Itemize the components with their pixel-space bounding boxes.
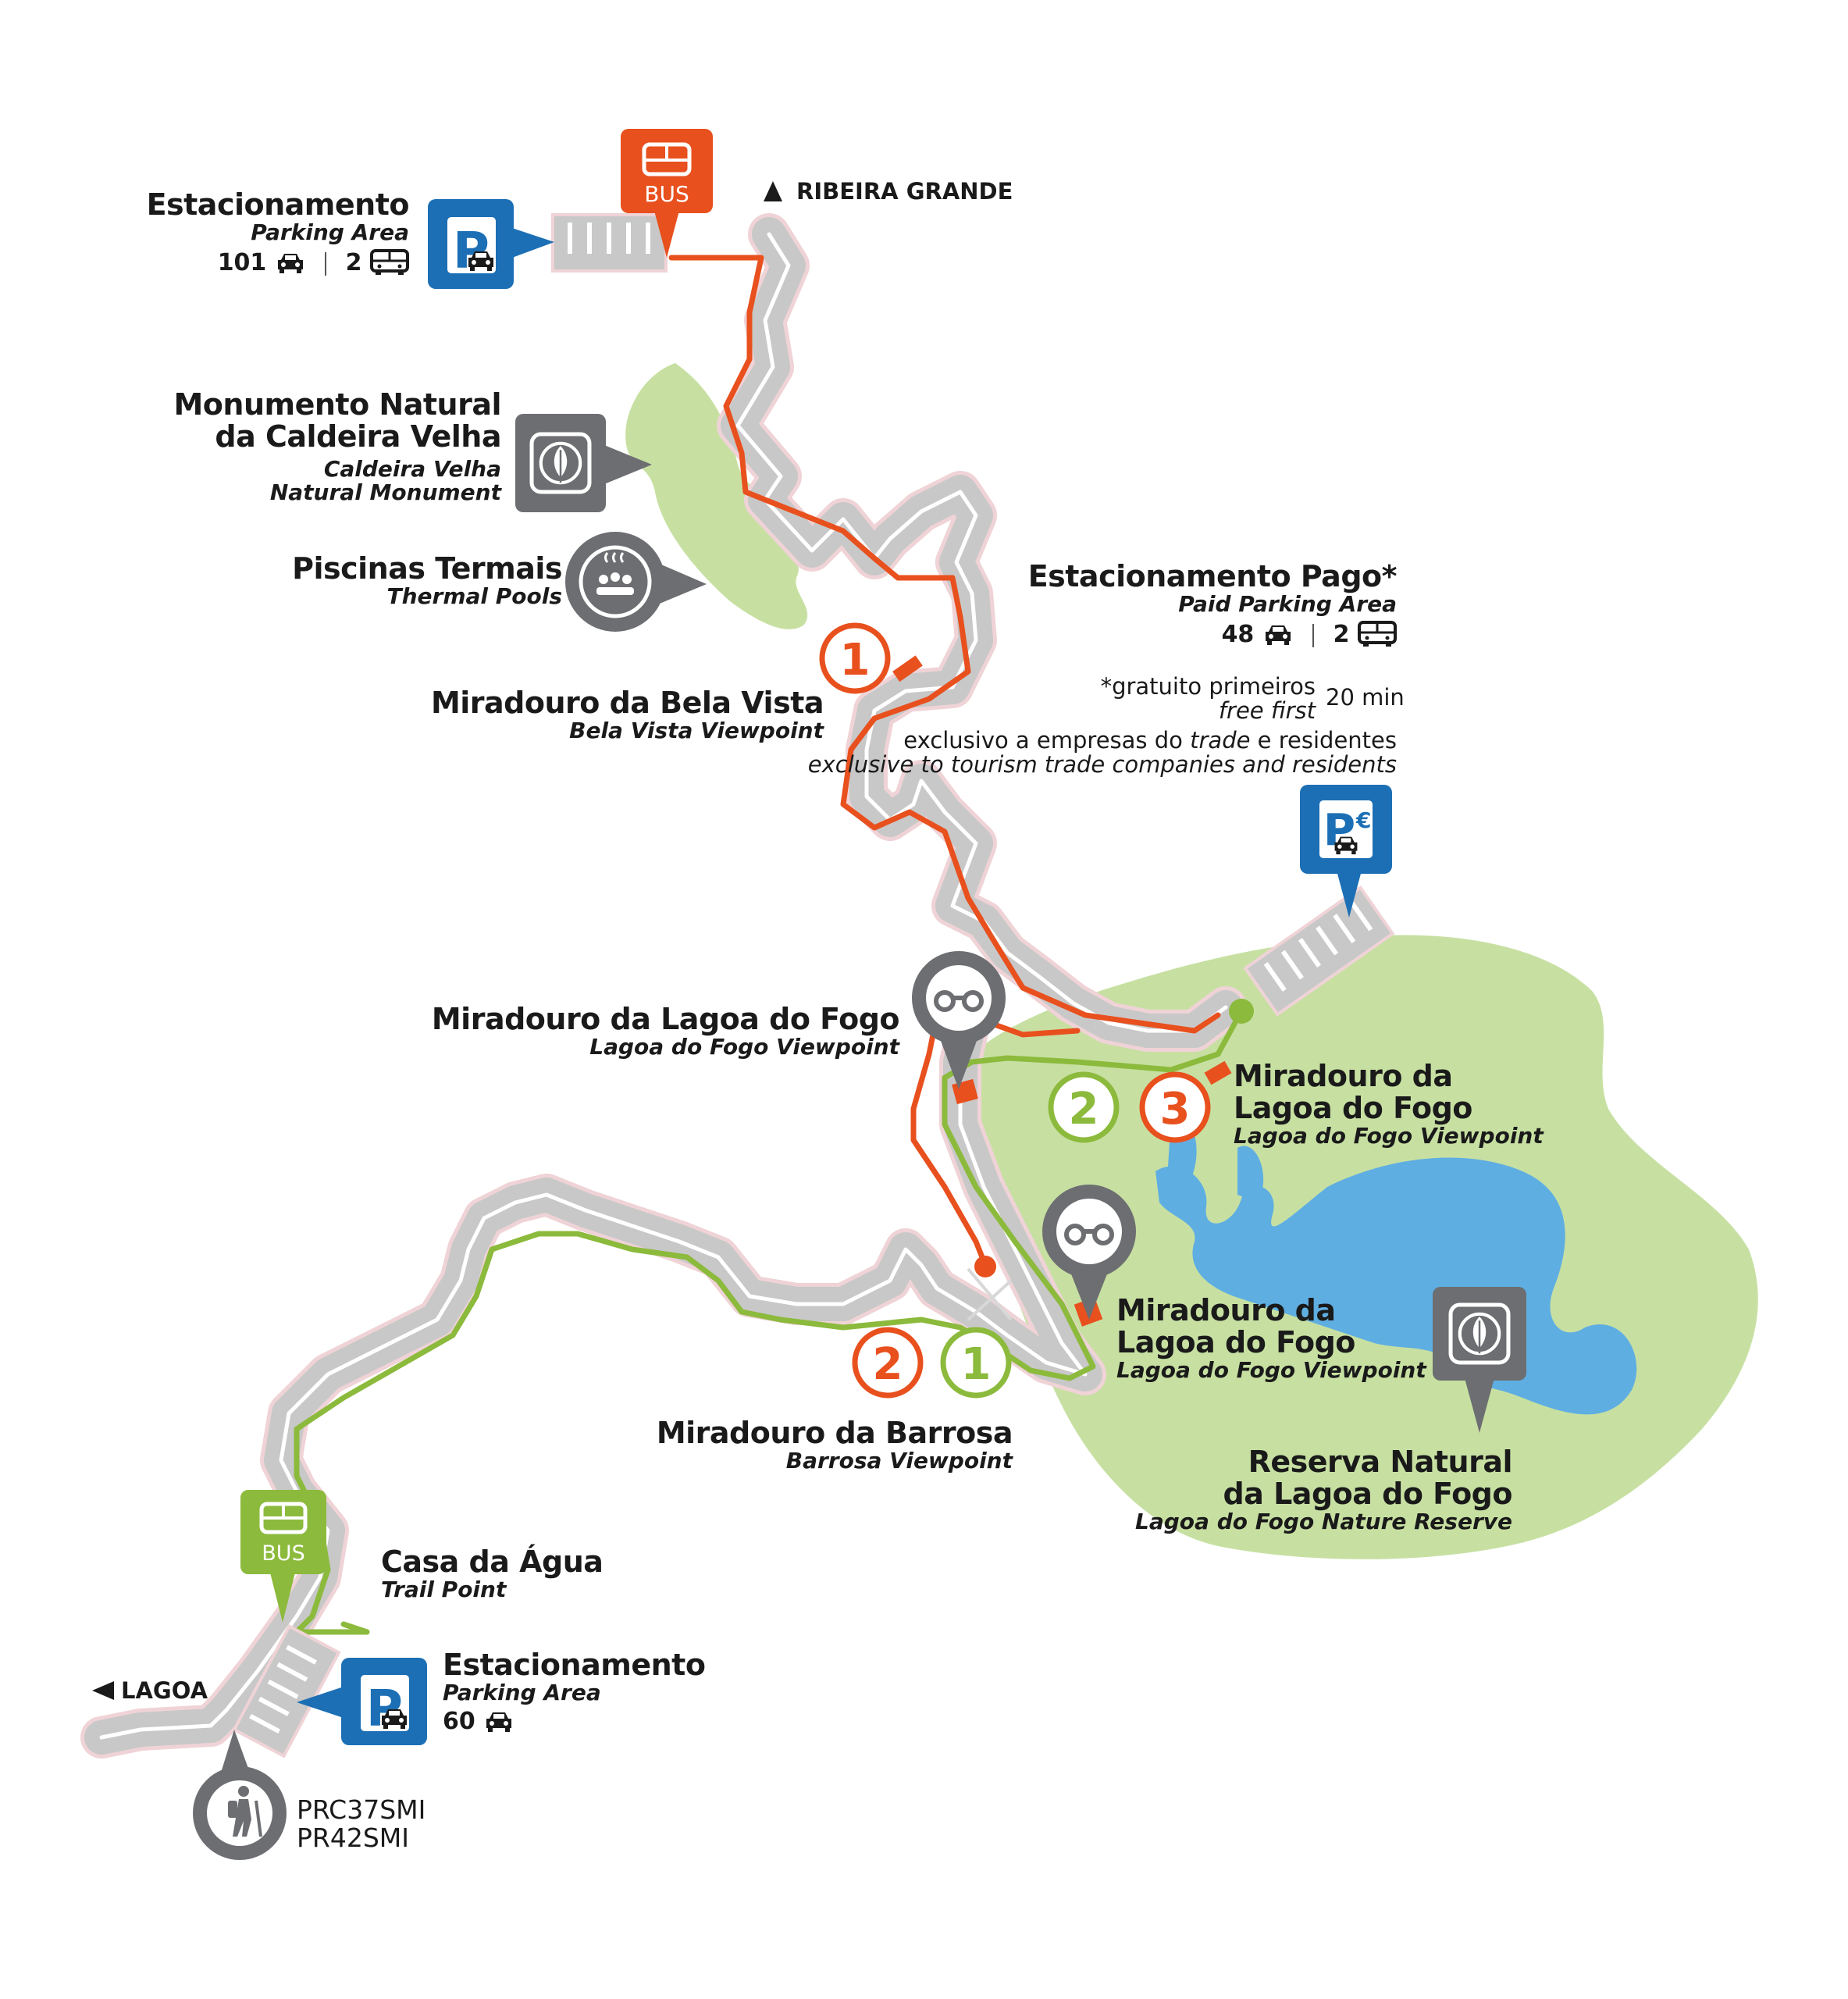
binoculars-marker[interactable] (1042, 1185, 1136, 1320)
north-arrow-icon (764, 181, 782, 201)
svg-text:2: 2 (1069, 1084, 1099, 1135)
nature-reserve-marker[interactable] (1433, 1287, 1526, 1433)
exclusive-note-en: exclusive to tourism trade companies and… (807, 751, 1397, 779)
road (84, 994, 1102, 1755)
thermal-pools-label: Piscinas Termais Thermal Pools (292, 551, 562, 610)
parking-bottom-counts: 60 (443, 1709, 705, 1734)
road-centerline (99, 1009, 1088, 1740)
junction-mark (967, 1267, 1013, 1321)
binoculars-icon (1064, 1224, 1114, 1245)
car-icon (275, 251, 306, 274)
route-badge-orange-3[interactable]: 3 (1139, 1071, 1211, 1143)
svg-text:BUS: BUS (262, 1541, 304, 1566)
parking-bottom-marker[interactable]: P (297, 1658, 427, 1745)
lake-inlet (1237, 1146, 1264, 1203)
west-arrow-icon (92, 1681, 114, 1700)
trail-code[interactable]: PR42SMI (297, 1822, 409, 1853)
paid-parking-marker[interactable]: P € (1300, 785, 1392, 918)
nature-reserve-label: Reserva Natural da Lagoa do Fogo Lagoa d… (1135, 1445, 1512, 1535)
viewpoint-tick (892, 655, 923, 682)
bela-vista-label: Miradouro da Bela Vista Bela Vista Viewp… (430, 686, 824, 744)
parking-top-title: Estacionamento (146, 187, 410, 222)
bus-bottom-marker[interactable]: BUS (240, 1490, 326, 1623)
free-period-note: *gratuito primeiros free first (1100, 673, 1316, 725)
binoculars-marker[interactable] (912, 951, 1006, 1089)
hiker-icon (228, 1786, 262, 1837)
parking-stalls-top (551, 213, 668, 273)
parking-top-subtitle: Parking Area (251, 219, 409, 246)
svg-text:3: 3 (1160, 1084, 1191, 1135)
exclusive-note-pt: exclusivo a empresas do trade e resident… (903, 727, 1397, 754)
bus-icon (370, 249, 409, 276)
trail-codes: PRC37SMI PR42SMI (297, 1796, 426, 1851)
route-badge-green-1[interactable]: 1 (940, 1327, 1012, 1399)
green-route (294, 1008, 1244, 1635)
green-route-endpoint (1229, 999, 1254, 1024)
orange-route-endpoint (974, 1256, 996, 1277)
car-icon (483, 1709, 515, 1733)
paid-parking-label: Estacionamento Pago* Paid Parking Area 4… (1027, 559, 1398, 649)
parking-top-counts: 101 2 (147, 249, 409, 276)
road-casing (80, 990, 1106, 1758)
car-icon (1262, 622, 1294, 646)
thermal-pools-marker[interactable] (565, 532, 707, 632)
casa-da-agua-label: Casa da Água Trail Point (381, 1545, 604, 1603)
route-badge-orange-1[interactable]: 1 (819, 622, 891, 694)
paid-parking-counts: 48 2 (1028, 621, 1397, 647)
barrosa-label: Miradouro da Barrosa Barrosa Viewpoint (656, 1416, 1013, 1474)
direction-north: RIBEIRA GRANDE (796, 178, 1013, 205)
exclusive-note: exclusivo a empresas do trade e resident… (807, 727, 1397, 779)
bus-icon (1358, 621, 1397, 647)
parking-top-label: Estacionamento Parking Area 101 2 (146, 187, 410, 276)
viewpoint-tick (1204, 1060, 1232, 1085)
thermal-pools-icon (596, 552, 634, 595)
hiking-trail-marker[interactable] (193, 1730, 287, 1860)
caldeira-velha-marker[interactable] (515, 414, 652, 512)
parking-bottom-label: Estacionamento Parking Area 60 (443, 1648, 706, 1736)
svg-text:2: 2 (873, 1339, 903, 1390)
svg-text:1: 1 (840, 635, 871, 686)
trail-code[interactable]: PRC37SMI (297, 1794, 426, 1825)
svg-text:1: 1 (961, 1339, 992, 1390)
lagoa-viewpoint-left-label: Miradouro da Lagoa do Fogo Lagoa do Fogo… (431, 1002, 900, 1060)
paid-parking-stalls (1243, 885, 1395, 1017)
svg-text:BUS: BUS (644, 181, 689, 207)
lagoa-viewpoint-lower-label: Miradouro da Lagoa do Fogo Lagoa do Fogo… (1116, 1293, 1426, 1384)
free-period-time: 20 min (1326, 684, 1405, 711)
route-badge-orange-2[interactable]: 2 (852, 1327, 924, 1399)
binoculars-icon (934, 990, 984, 1012)
svg-text:€: € (1355, 807, 1371, 833)
parking-top-marker[interactable]: P (428, 199, 554, 289)
route-badge-green-2[interactable]: 2 (1048, 1071, 1120, 1143)
direction-west: LAGOA (121, 1677, 208, 1704)
caldeira-velha-area (625, 363, 808, 629)
bus-top-marker[interactable]: BUS (621, 129, 713, 258)
lagoa-viewpoint-right-label: Miradouro da Lagoa do Fogo Lagoa do Fogo… (1234, 1059, 1544, 1149)
caldeira-velha-label: Monumento Natural da Caldeira Velha Cald… (173, 387, 501, 506)
orange-route (668, 255, 1221, 1034)
